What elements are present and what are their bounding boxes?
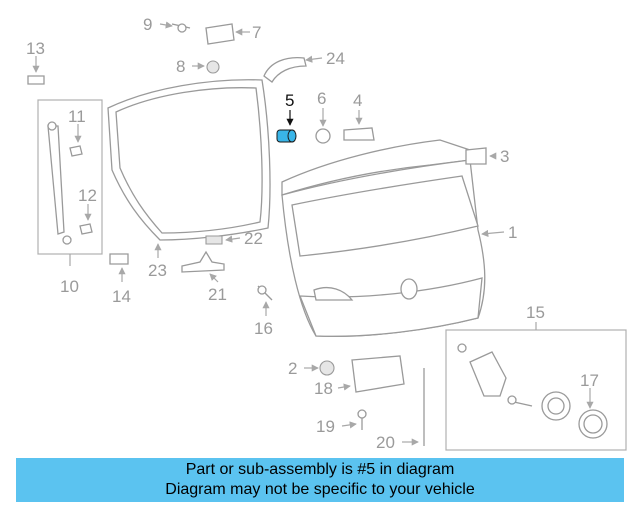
callout-10: 10 (60, 277, 79, 296)
fastener-13-part (27, 75, 45, 85)
clip-12-part (79, 223, 93, 235)
callout-3: 3 (500, 147, 509, 166)
highlighted-part-5 (276, 129, 297, 143)
hose-24-part (263, 56, 307, 83)
callout-8: 8 (176, 57, 185, 76)
callout-16: 16 (254, 319, 273, 338)
callout-14: 14 (112, 287, 131, 306)
callout-22: 22 (244, 229, 263, 248)
caption-line-2: Diagram may not be specific to your vehi… (165, 481, 475, 498)
callout-15: 15 (526, 303, 545, 322)
callout-23: 23 (148, 261, 167, 280)
callout-9: 9 (143, 15, 152, 34)
bolt-9-part (171, 23, 191, 33)
gas-strut-part (47, 121, 72, 245)
caption-bar: Part or sub-assembly is #5 in diagram Di… (16, 458, 624, 502)
lock-actuator-part (457, 343, 571, 421)
bolt-19-head (357, 409, 367, 419)
nut-22-part (205, 235, 223, 245)
nut-8-part (206, 60, 220, 74)
latch-18-part (351, 355, 405, 393)
clip-11-part (69, 145, 83, 157)
bracket-7-part (205, 23, 235, 45)
stop-4-part (343, 127, 375, 141)
nut-2-part (319, 360, 335, 376)
callout-18: 18 (314, 379, 333, 398)
callout-6: 6 (317, 89, 326, 108)
leader-lines (32, 21, 594, 446)
callout-20: 20 (376, 433, 395, 452)
callout-labels: 9 7 8 24 13 11 12 10 14 23 22 21 16 5 6 … (26, 15, 599, 452)
clip-14-part (109, 253, 129, 265)
caption-line-1: Part or sub-assembly is #5 in diagram (185, 461, 455, 478)
callout-2: 2 (288, 359, 297, 378)
callout-19: 19 (316, 417, 335, 436)
callout-7: 7 (252, 23, 261, 42)
bumper-6-part (315, 128, 331, 144)
callout-13: 13 (26, 39, 45, 58)
callout-4: 4 (353, 91, 362, 110)
bolt-16-head (257, 285, 267, 295)
pad-3-part (465, 147, 487, 165)
callout-21: 21 (208, 285, 227, 304)
callout-24: 24 (326, 49, 345, 68)
callout-17: 17 (580, 371, 599, 390)
callout-1: 1 (508, 223, 517, 242)
tailgate-part (281, 139, 486, 337)
bracket-21-part (181, 250, 225, 273)
callout-11: 11 (68, 107, 86, 126)
callout-12: 12 (78, 186, 97, 205)
callout-5: 5 (285, 91, 294, 110)
emblem-part (578, 409, 608, 439)
seal-part (107, 79, 271, 241)
